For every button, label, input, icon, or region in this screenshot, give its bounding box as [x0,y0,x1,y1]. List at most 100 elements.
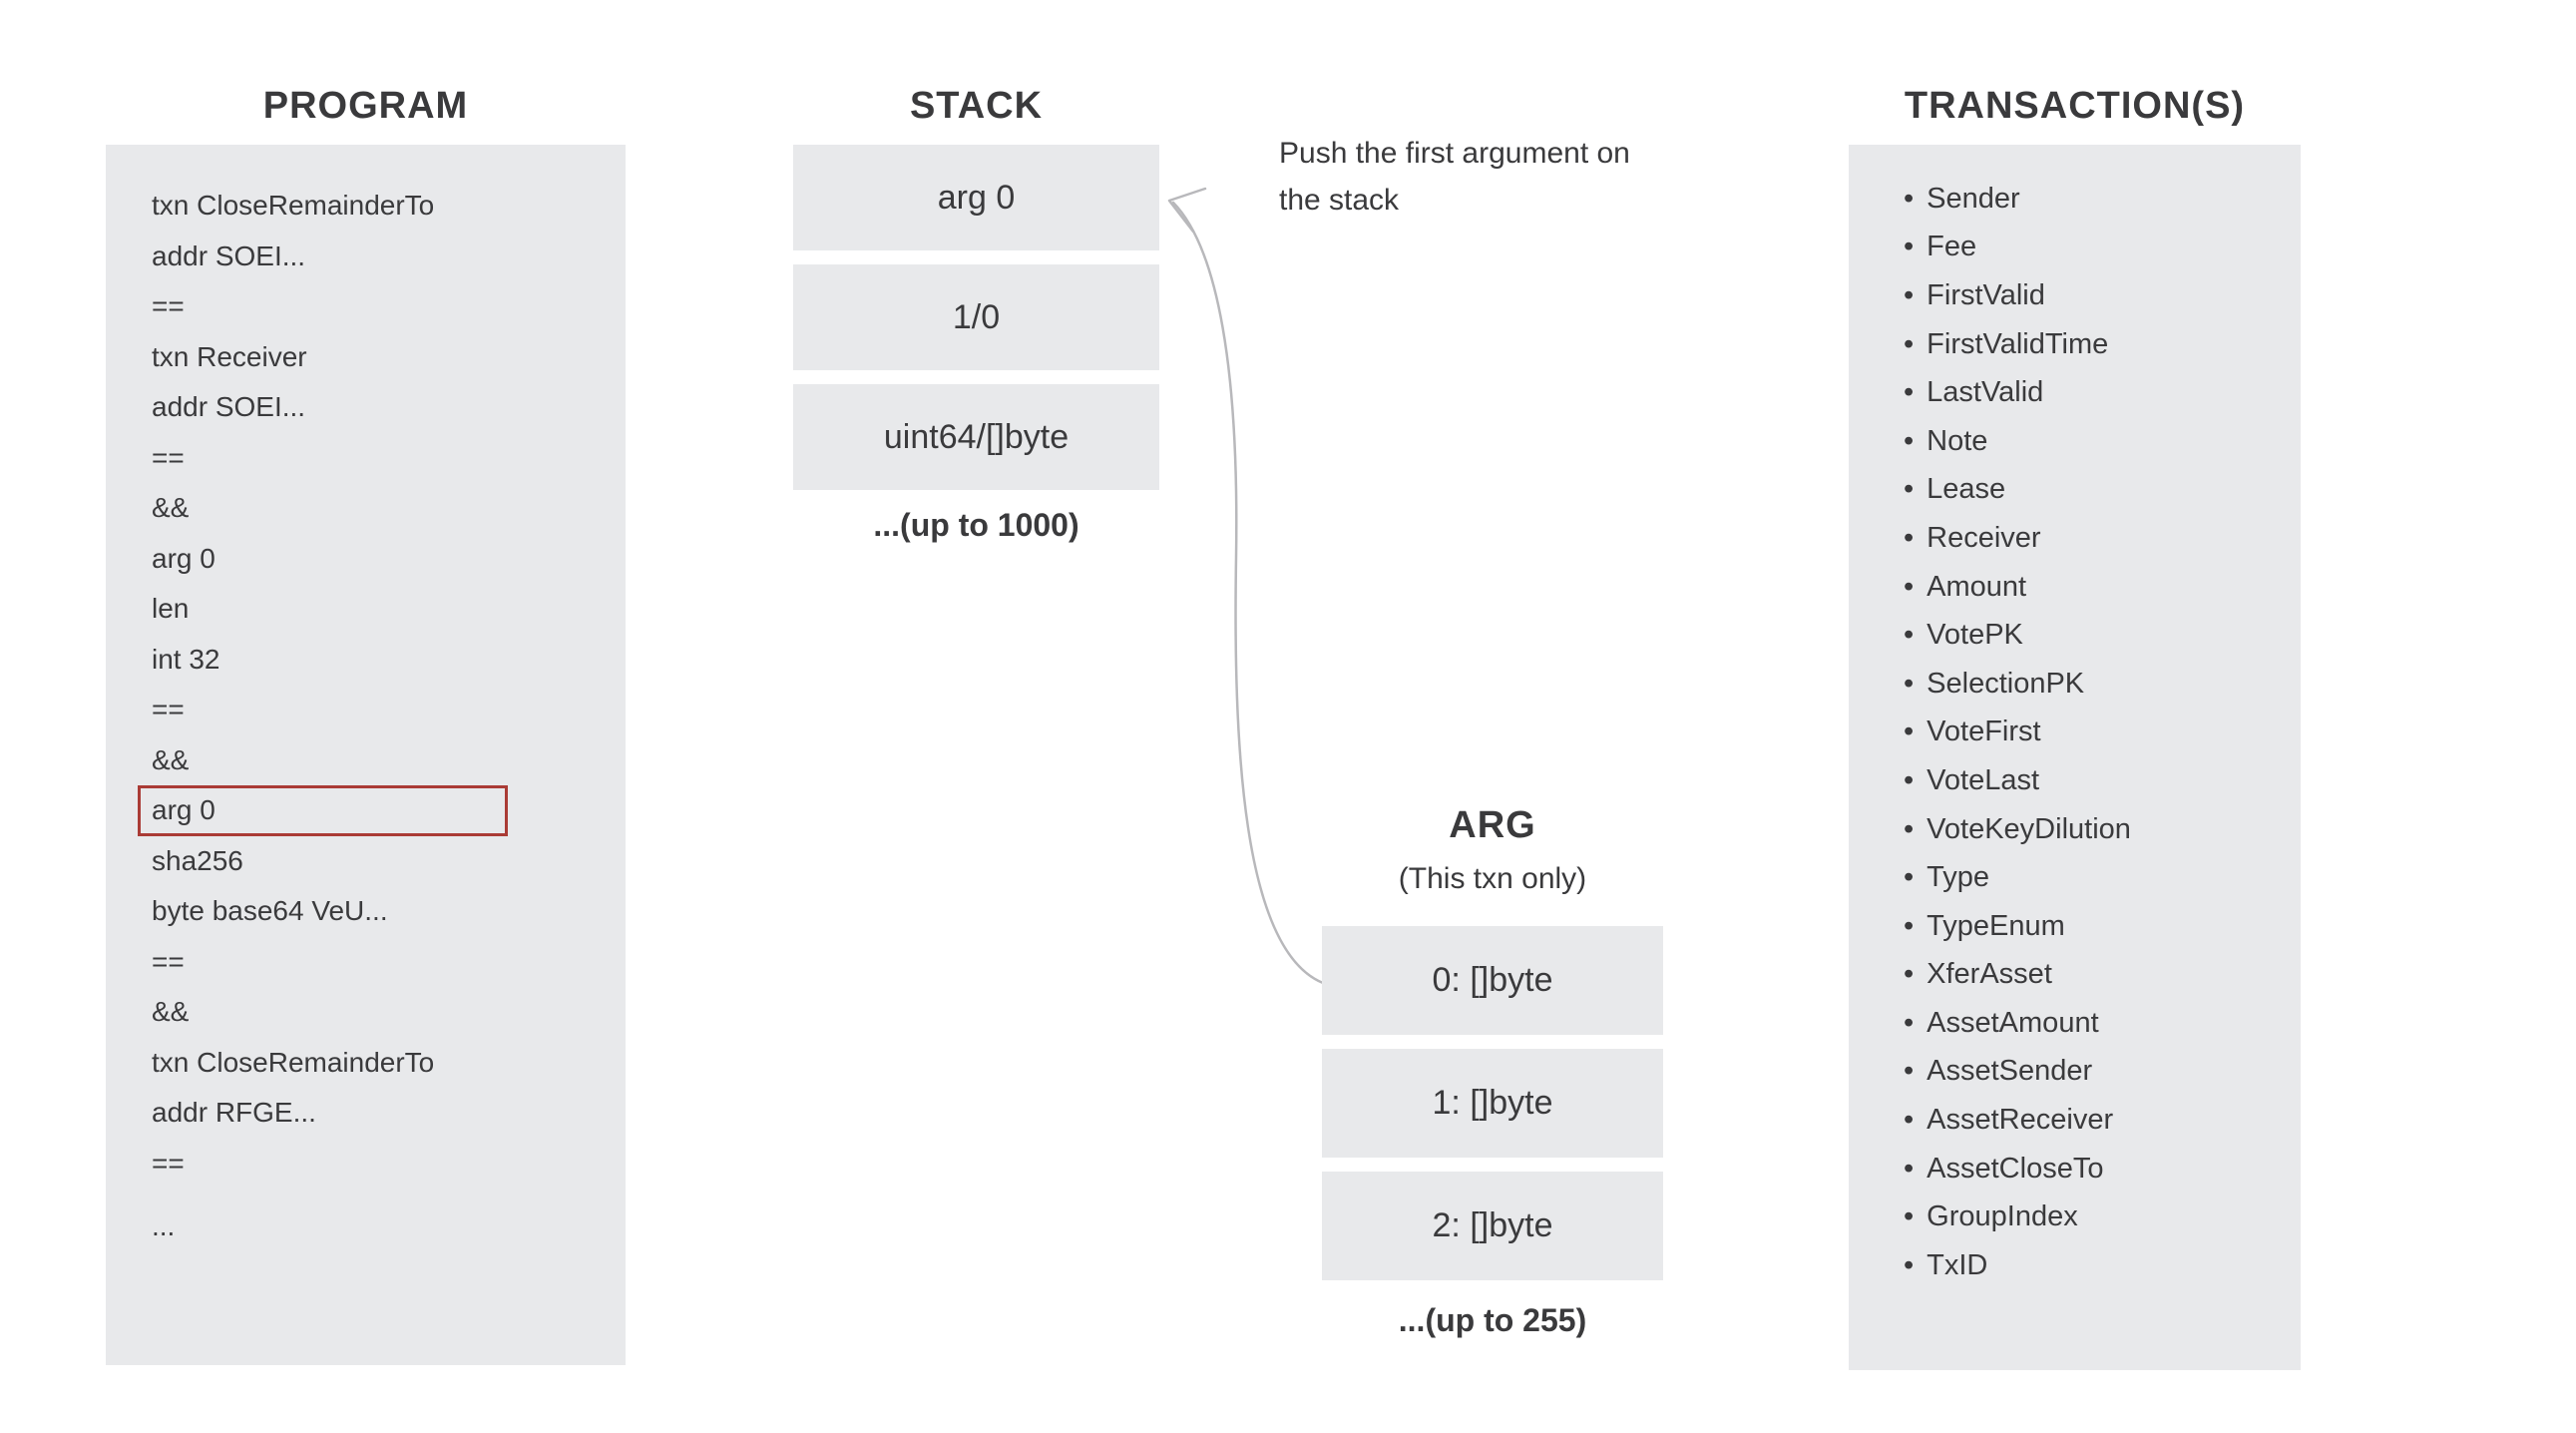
program-line: txn Receiver [106,332,626,383]
transaction-field: VoteLast [1849,756,2301,805]
transaction-field: TxID [1849,1241,2301,1290]
program-line: && [106,483,626,534]
program-panel: txn CloseRemainderTo addr SOEI... == txn… [106,145,626,1365]
program-line-text: byte base64 VeU... [152,895,388,927]
transaction-field: AssetAmount [1849,999,2301,1048]
stack-box: 1/0 [793,264,1159,370]
program-line-text: == [152,945,185,977]
arg-box-label: 1: []byte [1432,1084,1553,1122]
transaction-field-label: Sender [1927,182,2020,215]
transaction-field-label: FirstValid [1927,278,2045,311]
program-line: int 32 [106,635,626,686]
push-arrow-head [1167,187,1207,234]
transaction-field: TypeEnum [1849,902,2301,951]
transaction-field-label: VotePK [1927,619,2023,652]
stack-box-list: arg 0 1/0 uint64/[]byte [793,145,1159,490]
program-line-text: arg 0 [152,542,215,574]
program-title: PROGRAM [262,85,469,127]
transactions-panel: Sender Fee FirstValid FirstValidTime Las… [1849,145,2301,1370]
transaction-field-label: TypeEnum [1927,909,2065,942]
program-line: txn CloseRemainderTo [106,1038,626,1089]
arg-subtitle: (This txn only) [1398,862,1587,895]
transaction-field: FirstValid [1849,271,2301,320]
transaction-field-label: Receiver [1927,521,2041,554]
transaction-field-label: SelectionPK [1927,667,2085,700]
program-line-text: addr SOEI... [152,391,306,423]
transaction-field-label: TxID [1927,1248,1988,1281]
transaction-field-label: VoteFirst [1927,716,2041,748]
program-line: txn CloseRemainderTo [106,181,626,232]
program-line-text: && [152,996,190,1028]
transaction-field: Sender [1849,175,2301,224]
program-line: == [106,1139,626,1190]
stack-caption: ...(up to 1000) [873,507,1079,543]
transaction-field-list: Sender Fee FirstValid FirstValidTime Las… [1849,145,2301,1290]
stack-box-label: 1/0 [952,297,1001,336]
program-line: ... [106,1201,626,1252]
program-line: len [106,584,626,635]
transaction-field: Amount [1849,563,2301,612]
program-line-text: && [152,743,190,775]
arg-title: ARG [1449,804,1536,846]
transaction-field-label: VoteKeyDilution [1927,812,2131,845]
transaction-field: GroupIndex [1849,1193,2301,1241]
program-line-text: sha256 [152,844,243,876]
program-line-text: len [152,593,190,625]
transaction-field-label: Amount [1927,570,2027,603]
transaction-field: VotePK [1849,611,2301,660]
program-line-text: txn CloseRemainderTo [152,190,435,222]
push-annotation: Push the first argument on the stack [1279,137,1630,217]
program-line-text: == [152,441,185,473]
transaction-field-label: Type [1927,861,1990,894]
program-line: arg 0 [106,534,626,585]
transaction-field-label: AssetCloseTo [1927,1152,2104,1185]
stack-title: STACK [909,85,1044,127]
program-line: == [106,433,626,484]
transaction-field: Note [1849,417,2301,466]
program-line-list: txn CloseRemainderTo addr SOEI... == txn… [106,145,626,1252]
program-line: addr SOEI... [106,382,626,433]
arg-caption: ...(up to 255) [1398,1302,1587,1338]
program-line: == [106,685,626,735]
transaction-field: AssetCloseTo [1849,1145,2301,1194]
program-line: && [106,987,626,1038]
stack-box: uint64/[]byte [793,384,1159,490]
program-line: == [106,281,626,332]
program-line-text: == [152,290,185,322]
transaction-field: FirstValidTime [1849,320,2301,369]
transaction-field-label: AssetReceiver [1927,1104,2114,1137]
program-line: addr RFGE... [106,1088,626,1139]
program-line-text: == [152,1147,185,1179]
program-line-text: arg 0 [152,794,215,826]
transaction-field: Receiver [1849,514,2301,563]
arg-box: 1: []byte [1322,1049,1663,1158]
transaction-field-label: XferAsset [1927,958,2052,991]
stack-box-label: arg 0 [937,178,1016,217]
stack-box-label: uint64/[]byte [883,417,1070,456]
program-line: byte base64 VeU... [106,886,626,937]
transaction-field-label: GroupIndex [1927,1200,2078,1233]
arg-box-label: 0: []byte [1432,961,1553,999]
program-line: sha256 [106,836,626,887]
program-line-text: && [152,492,190,524]
transaction-field: XferAsset [1849,951,2301,1000]
push-arrow-curve [1171,201,1325,985]
transaction-field: VoteKeyDilution [1849,805,2301,854]
stack-box: arg 0 [793,145,1159,250]
program-line-text: addr RFGE... [152,1097,316,1129]
program-line: == [106,937,626,988]
program-line: addr SOEI... [106,232,626,282]
program-line-text: txn Receiver [152,340,307,372]
transaction-field-label: Note [1927,424,1988,457]
transaction-field-label: LastValid [1927,376,2044,409]
program-line-text: == [152,694,185,725]
program-line: && [106,735,626,786]
transaction-field: VoteFirst [1849,709,2301,757]
program-line: arg 0 [106,785,626,836]
transaction-field-label: Fee [1927,231,1977,263]
transaction-field-label: FirstValidTime [1927,327,2109,360]
program-line-text: txn CloseRemainderTo [152,1046,435,1078]
arg-box-list: 0: []byte 1: []byte 2: []byte [1322,926,1663,1280]
transaction-field: AssetReceiver [1849,1096,2301,1145]
